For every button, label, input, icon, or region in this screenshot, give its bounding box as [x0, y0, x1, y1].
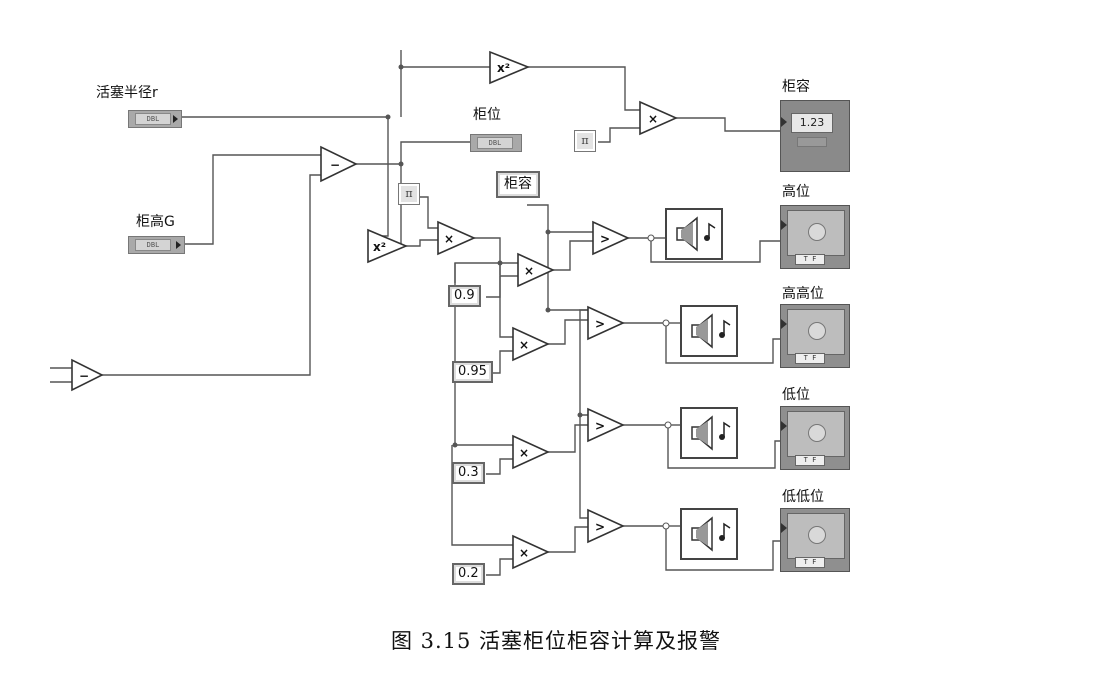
- tank-height-terminal[interactable]: DBL: [128, 236, 185, 254]
- low-alarm-label: 低位: [782, 387, 810, 403]
- compare-node-low-low: >: [587, 508, 625, 544]
- high-high-alarm-label: 高高位: [782, 286, 824, 302]
- boolean-type: T F: [795, 353, 825, 364]
- pi-constant-top: π: [574, 130, 596, 152]
- constant-0.2[interactable]: 0.2: [452, 563, 485, 586]
- input-arrow-icon: [781, 523, 787, 533]
- low-led-indicator[interactable]: T F: [780, 406, 850, 470]
- multiply-node-0.2: ×: [512, 534, 550, 570]
- svg-text:×: ×: [519, 446, 529, 460]
- tank-height-label: 柜高G: [136, 214, 175, 230]
- boolean-type: T F: [795, 254, 825, 265]
- boolean-type: T F: [795, 557, 825, 568]
- low-low-led-indicator[interactable]: T F: [780, 508, 850, 572]
- height-type: DBL: [135, 239, 171, 251]
- speaker-icon: [691, 415, 731, 451]
- constant-0.95[interactable]: 0.95: [452, 361, 493, 384]
- compare-node-high: >: [592, 220, 630, 256]
- input-arrow-icon: [781, 421, 787, 431]
- led-light-icon: [808, 526, 826, 544]
- boolean-type: T F: [795, 455, 825, 466]
- sound-alarm-low[interactable]: [680, 407, 738, 459]
- high-led-indicator[interactable]: T F: [780, 205, 850, 269]
- square-node-lower: x²: [367, 228, 409, 264]
- led-light-icon: [808, 322, 826, 340]
- svg-text:×: ×: [444, 232, 454, 246]
- figure-caption: 图 3.15 活塞柜位柜容计算及报警: [390, 629, 722, 653]
- sound-alarm-low-low[interactable]: [680, 508, 738, 560]
- svg-text:x²: x²: [373, 240, 386, 254]
- compare-node-low: >: [587, 407, 625, 443]
- tank-volume-indicator[interactable]: 1.23: [780, 100, 850, 172]
- svg-text:>: >: [595, 317, 605, 331]
- output-arrow-icon: [176, 241, 181, 249]
- input-arrow-icon: [781, 319, 787, 329]
- tank-volume-label: 柜容: [782, 79, 810, 95]
- high-alarm-label: 高位: [782, 184, 810, 200]
- subtract-node-height: −: [320, 145, 358, 183]
- indicator-subbox: [797, 137, 827, 147]
- radius-type: DBL: [135, 113, 171, 125]
- svg-text:−: −: [79, 369, 89, 383]
- speaker-icon: [691, 313, 731, 349]
- multiply-node-pi-r2: ×: [639, 100, 678, 136]
- input-arrow-icon: [781, 117, 787, 127]
- tank-level-indicator-terminal[interactable]: DBL: [470, 134, 522, 152]
- speaker-icon: [676, 216, 716, 252]
- tank-volume-local-variable[interactable]: 柜容: [496, 171, 540, 199]
- wires: [50, 50, 780, 576]
- level-type: DBL: [477, 137, 513, 149]
- svg-text:×: ×: [648, 112, 658, 126]
- constant-0.9[interactable]: 0.9: [448, 285, 481, 308]
- constant-0.3[interactable]: 0.3: [452, 462, 485, 485]
- speaker-icon: [691, 516, 731, 552]
- svg-text:>: >: [595, 419, 605, 433]
- piston-radius-terminal[interactable]: DBL: [128, 110, 182, 128]
- led-light-icon: [808, 223, 826, 241]
- svg-text:−: −: [330, 158, 340, 172]
- high-high-led-indicator[interactable]: T F: [780, 304, 850, 368]
- svg-text:×: ×: [524, 264, 534, 278]
- multiply-node-0.9: ×: [517, 252, 555, 288]
- multiply-node-0.95: ×: [512, 326, 550, 362]
- square-op-label: x²: [497, 61, 510, 75]
- square-node-top: x²: [489, 50, 531, 85]
- svg-text:×: ×: [519, 546, 529, 560]
- output-arrow-icon: [173, 115, 178, 123]
- subtract-node-input: −: [71, 358, 104, 392]
- svg-text:>: >: [600, 232, 610, 246]
- led-face: [787, 513, 845, 559]
- led-face: [787, 411, 845, 457]
- junction-dots: [385, 64, 672, 530]
- led-face: [787, 309, 845, 355]
- svg-text:>: >: [595, 520, 605, 534]
- multiply-node-0.3: ×: [512, 434, 550, 470]
- svg-text:×: ×: [519, 338, 529, 352]
- multiply-node-area: ×: [437, 220, 476, 256]
- sound-alarm-high-high[interactable]: [680, 305, 738, 357]
- tank-volume-value: 1.23: [791, 113, 833, 133]
- pi-constant-lower: π: [398, 183, 420, 205]
- low-low-alarm-label: 低低位: [782, 489, 824, 505]
- compare-node-high-high: >: [587, 305, 625, 341]
- tank-level-label: 柜位: [473, 107, 501, 123]
- led-face: [787, 210, 845, 256]
- led-light-icon: [808, 424, 826, 442]
- piston-radius-label: 活塞半径r: [96, 85, 158, 101]
- input-arrow-icon: [781, 220, 787, 230]
- sound-alarm-high[interactable]: [665, 208, 723, 260]
